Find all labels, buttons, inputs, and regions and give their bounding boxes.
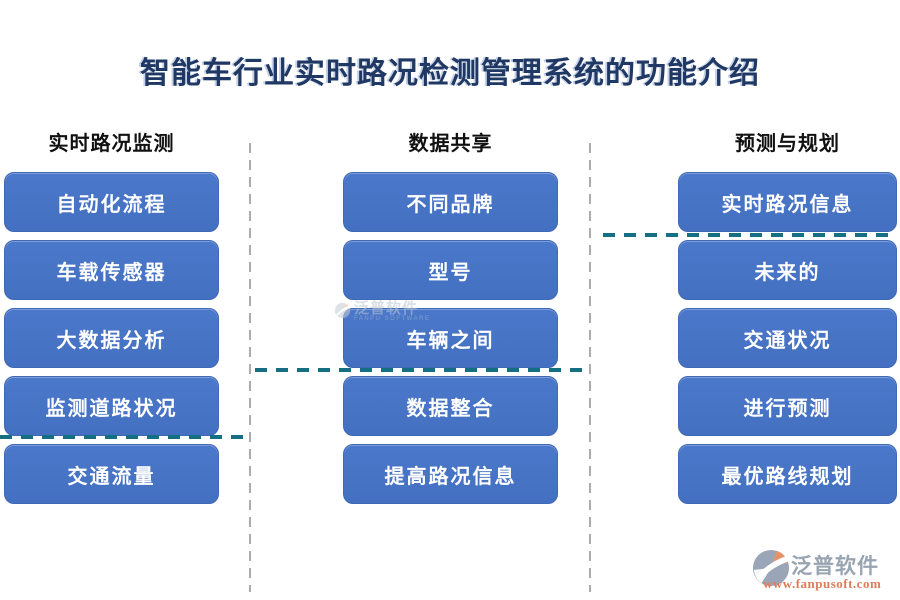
vertical-dashed-separator-2: [589, 143, 591, 592]
footer-brand-url: www.fanpusoft.com: [763, 576, 882, 591]
node-label: 未来的: [754, 261, 821, 284]
fanpu-logo-icon: [752, 549, 790, 587]
diagram-node: 型号: [343, 240, 558, 300]
column-realtime-monitoring: 实时路况监测 自动化流程 车载传感器 大数据分析 监测道路状况 交通流量: [4, 130, 219, 512]
vertical-dashed-separator-1: [249, 143, 251, 592]
node-label: 交通状况: [743, 329, 832, 352]
node-label: 数据整合: [406, 397, 495, 420]
column-data-sharing: 数据共享 不同品牌 型号 车辆之间 数据整合 提高路况信息: [343, 130, 558, 512]
diagram-node: 进行预测: [678, 376, 897, 436]
column-header-prediction-planning: 预测与规划: [735, 133, 840, 155]
watermark-text: 泛普软件 FANPU SOFTWARE: [354, 301, 430, 323]
diagram-node: 交通状况: [678, 308, 897, 368]
node-label: 交通流量: [67, 465, 156, 488]
diagram-node: 提高路况信息: [343, 444, 558, 504]
diagram-node: 最优路线规划: [678, 444, 897, 504]
diagram-node: 实时路况信息: [678, 172, 897, 232]
horizontal-dashed-line-col2: [255, 368, 585, 372]
column-prediction-planning: 预测与规划 实时路况信息 未来的 交通状况 进行预测 最优路线规划: [678, 130, 897, 512]
node-label: 不同品牌: [406, 193, 495, 216]
footer-brand-name: 泛普软件: [791, 554, 879, 578]
diagram-node: 自动化流程: [4, 172, 219, 232]
node-label: 车载传感器: [56, 261, 167, 284]
node-label: 监测道路状况: [45, 397, 178, 420]
node-label: 进行预测: [743, 397, 832, 420]
diagram-node: 监测道路状况: [4, 376, 219, 436]
column-header-data-sharing: 数据共享: [408, 133, 493, 155]
diagram-node: 大数据分析: [4, 308, 219, 368]
node-label: 实时路况信息: [721, 193, 854, 216]
node-label: 自动化流程: [56, 193, 167, 216]
fanpu-watermark-logo-icon: [334, 302, 351, 319]
node-label: 车辆之间: [406, 329, 495, 352]
column-header-realtime-monitoring: 实时路况监测: [48, 133, 175, 155]
node-label: 最优路线规划: [721, 465, 854, 488]
watermark-brand: 泛普软件: [354, 300, 419, 317]
watermark-subtext: FANPU SOFTWARE: [354, 316, 431, 322]
horizontal-dashed-line-col3: [603, 233, 893, 237]
diagram-node: 未来的: [678, 240, 897, 300]
diagram-title: 智能车行业实时路况检测管理系统的功能介绍: [140, 57, 760, 90]
diagram-node: 车辆之间: [343, 308, 558, 368]
diagram-node: 不同品牌: [343, 172, 558, 232]
diagram-node: 数据整合: [343, 376, 558, 436]
node-label: 大数据分析: [56, 329, 167, 352]
diagram-node: 交通流量: [4, 444, 219, 504]
node-label: 提高路况信息: [384, 465, 517, 488]
horizontal-dashed-line-col1: [0, 435, 244, 439]
diagram-node: 车载传感器: [4, 240, 219, 300]
node-label: 型号: [428, 261, 473, 284]
watermark: 泛普软件 FANPU SOFTWARE: [334, 301, 430, 323]
